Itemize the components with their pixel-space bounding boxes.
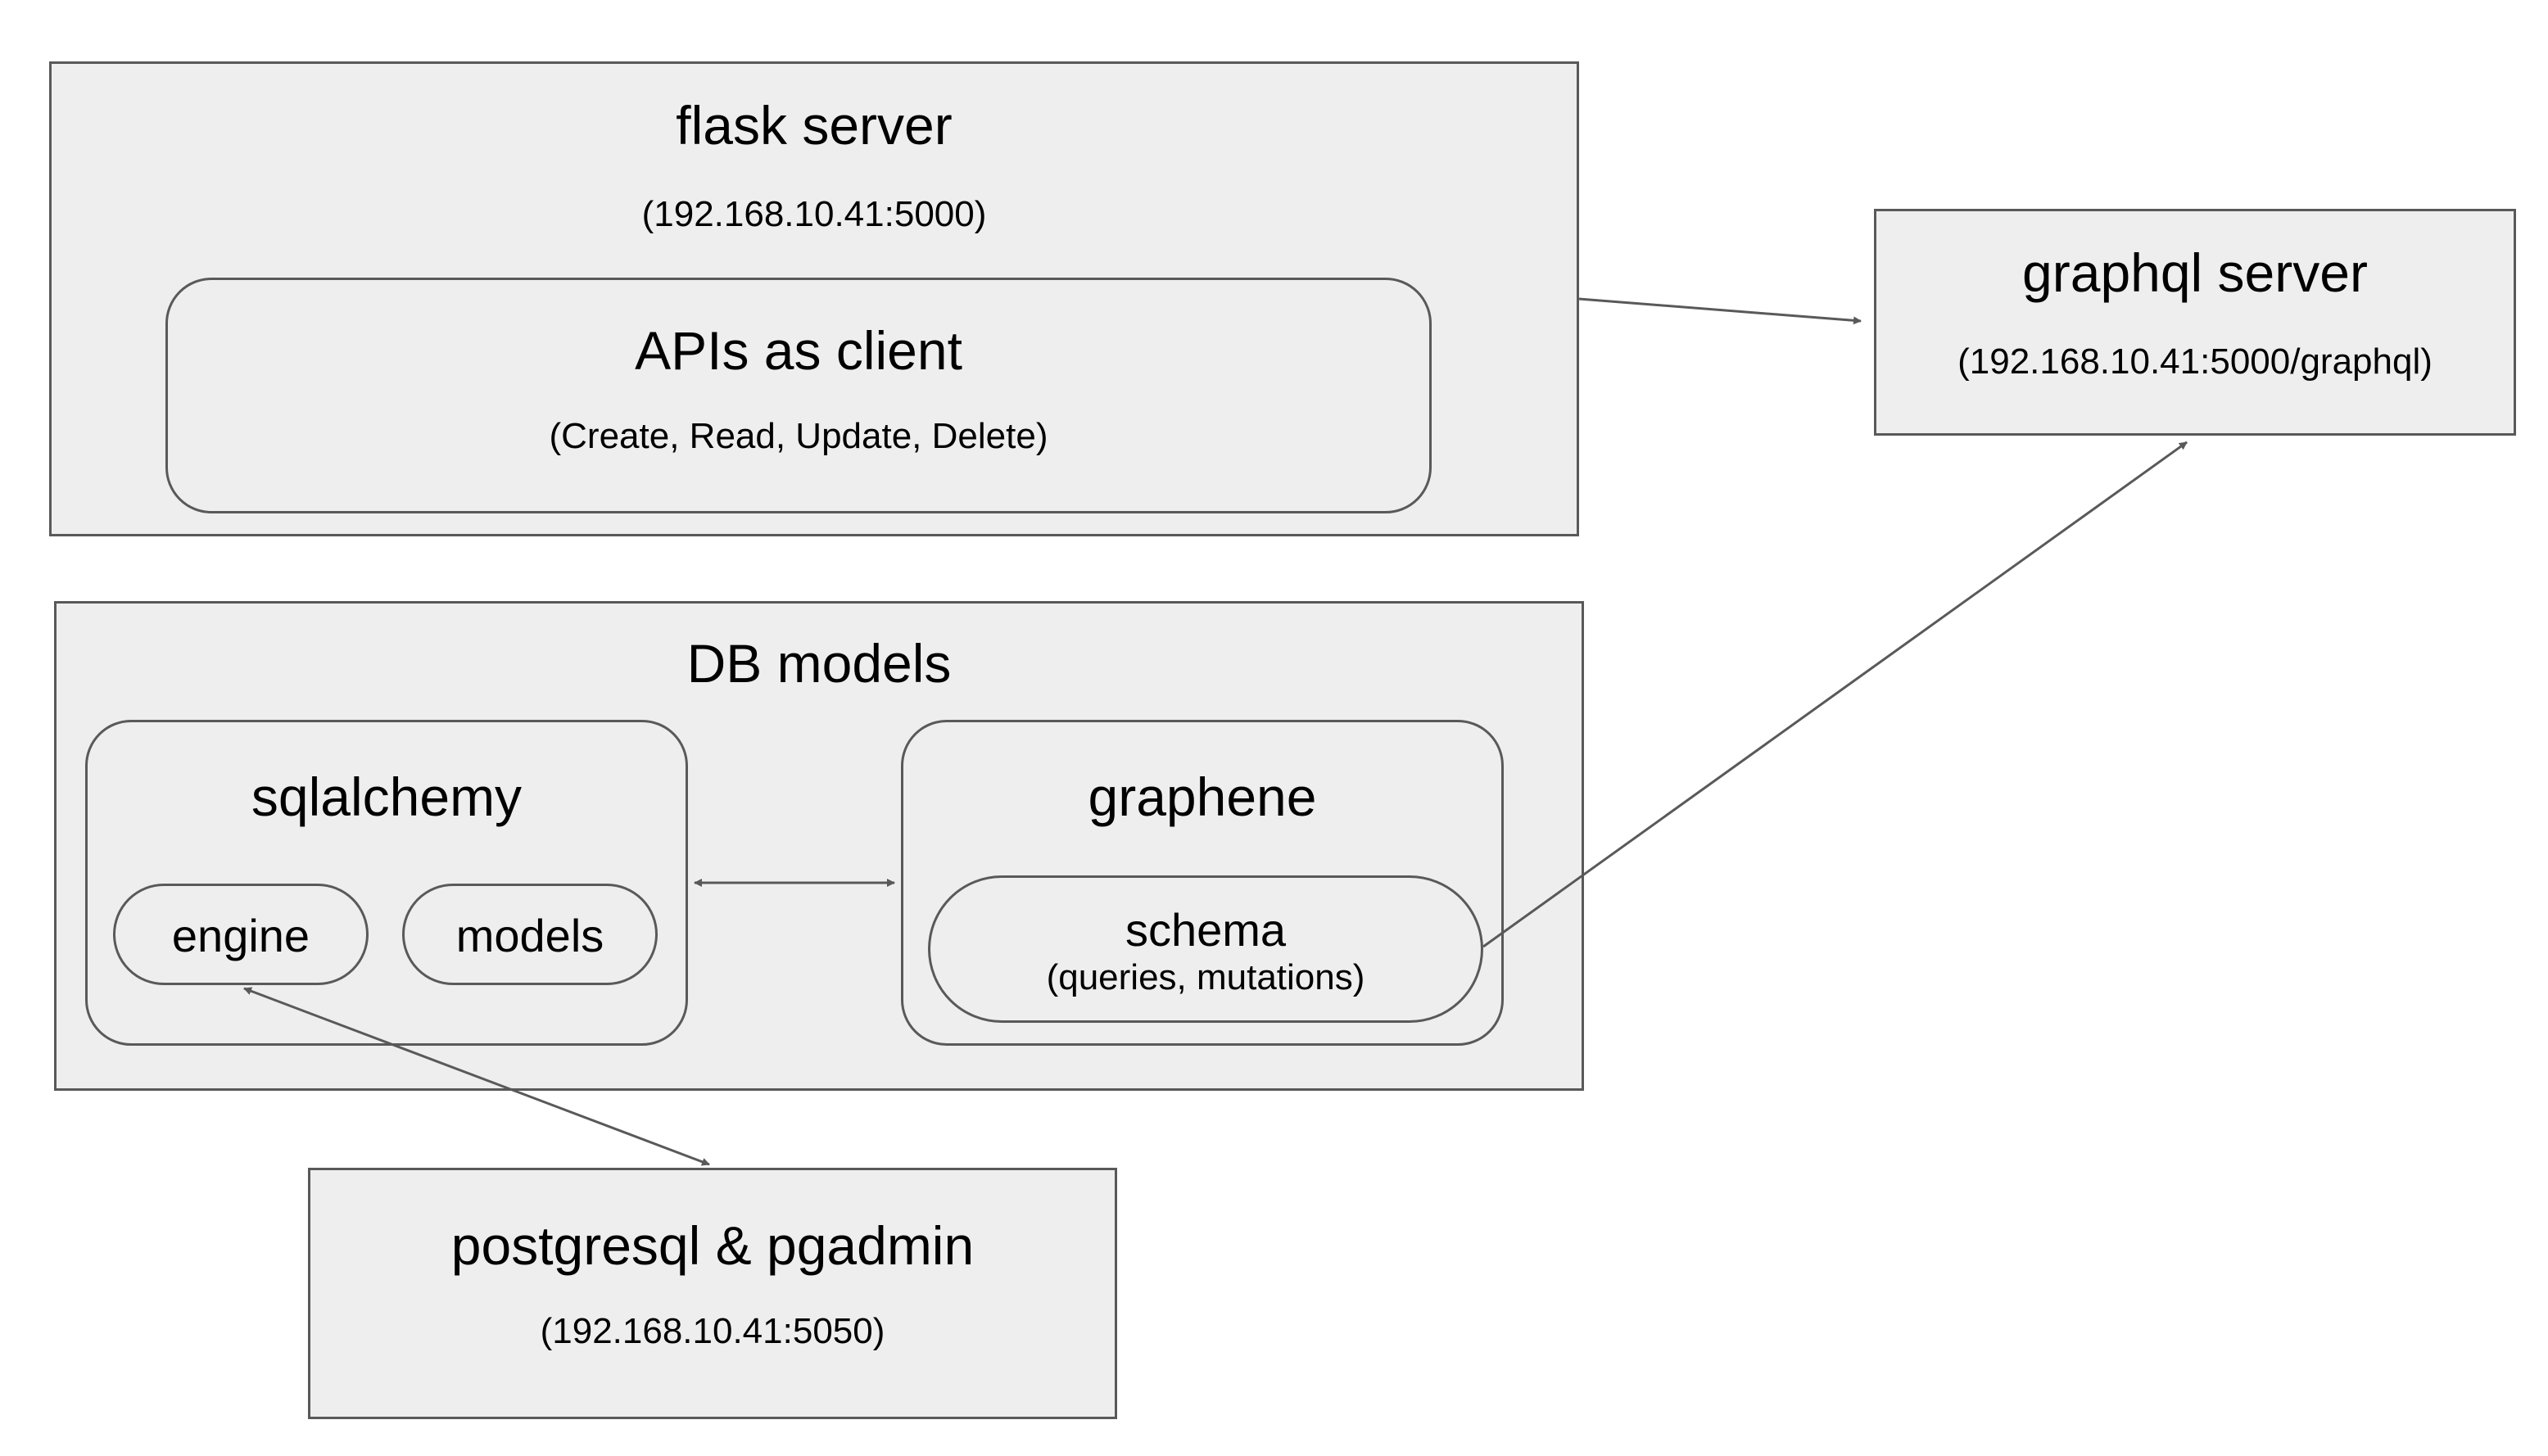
graphql-server-title: graphql server (2022, 242, 2368, 303)
postgresql-title: postgresql & pgadmin (450, 1215, 975, 1276)
engine-label: engine (171, 910, 310, 961)
postgresql-box (308, 1168, 1117, 1419)
apis-client-box (165, 278, 1432, 513)
arrow-flask-to-graphql (1578, 297, 1862, 325)
flask-server-title: flask server (676, 95, 953, 156)
postgresql-address: (192.168.10.41:5050) (540, 1311, 885, 1351)
db-models-title: DB models (686, 633, 952, 694)
schema-label: schema (1125, 904, 1287, 956)
schema-detail: (queries, mutations) (1046, 957, 1365, 997)
flask-server-address: (192.168.10.41:5000) (641, 194, 987, 234)
engine-pill: engine (113, 884, 369, 985)
schema-pill: schema (queries, mutations) (928, 875, 1483, 1023)
models-label: models (455, 910, 604, 961)
graphene-title: graphene (1088, 766, 1317, 827)
arrow-schema-to-graphql (1482, 441, 2188, 948)
graphql-server-address: (192.168.10.41:5000/graphql) (1957, 341, 2433, 382)
sqlalchemy-title: sqlalchemy (251, 766, 523, 827)
graphql-server-box (1874, 209, 2516, 436)
arrow-engine-postgresql (243, 987, 710, 1166)
apis-client-operations: (Create, Read, Update, Delete) (549, 416, 1048, 456)
apis-client-title: APIs as client (635, 320, 962, 381)
models-pill: models (402, 884, 658, 985)
